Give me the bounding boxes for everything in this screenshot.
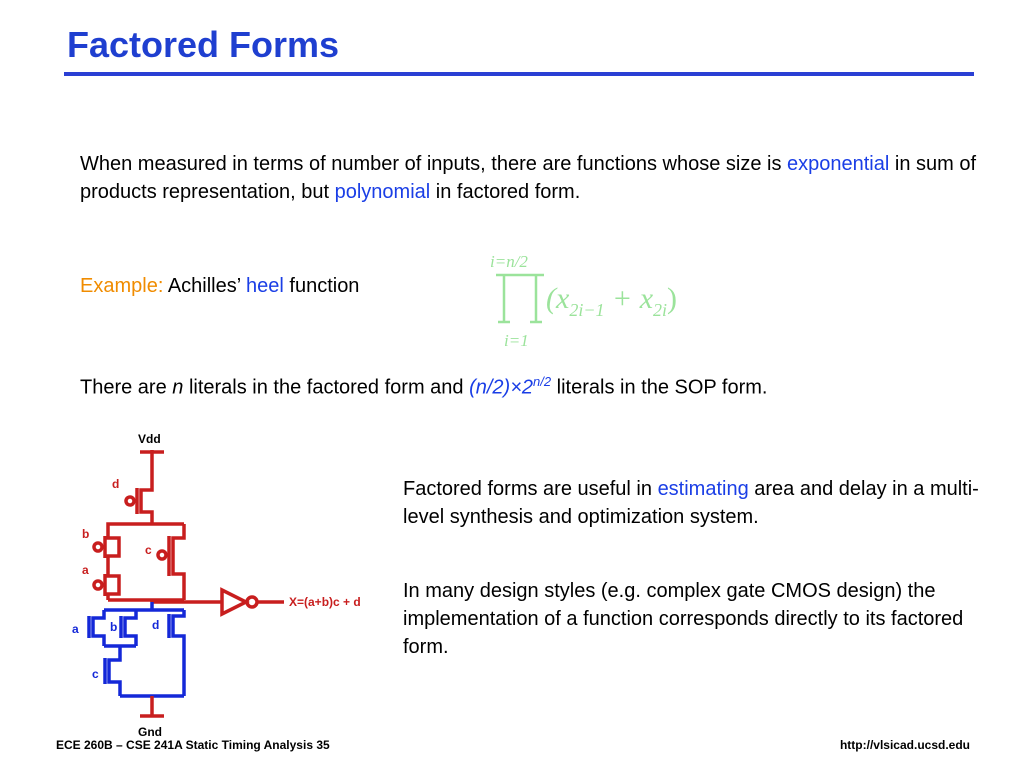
- pmos-b-label: b: [82, 527, 89, 541]
- product-symbol: [496, 273, 544, 324]
- formula-sub2: 2i: [653, 300, 667, 320]
- cmos-circuit-diagram: Vdd Gnd X=(a+b)c + d d b a c a b d c: [72, 432, 361, 739]
- vdd-label: Vdd: [138, 432, 161, 446]
- p3-n: n: [172, 376, 184, 399]
- example-pre: Achilles’: [163, 275, 247, 297]
- formula-close: ): [667, 282, 677, 315]
- product-formula: i=n/2 i=1 (x2i−1 + x2i): [490, 252, 677, 350]
- r1-post: area and delay in a multi-level synthesi…: [403, 478, 979, 528]
- footer-url[interactable]: http://vlsicad.ucsd.edu: [839, 738, 970, 752]
- r1-estimating: estimating: [657, 478, 749, 500]
- example-line: Example: Achilles’ heel function: [80, 272, 359, 300]
- p3-expr: (n/2)×2: [469, 376, 534, 399]
- pmos-c-label: c: [145, 543, 152, 557]
- pmos-d-label: d: [112, 477, 119, 491]
- footer-course: ECE 260B – CSE 241A Static Timing Analys…: [56, 738, 330, 752]
- gnd-label: Gnd: [138, 725, 162, 739]
- pulldown-network: [87, 602, 186, 698]
- output-label: X=(a+b)c + d: [289, 595, 361, 609]
- formula-body: (x2i−1 + x2i): [546, 282, 677, 320]
- p1-post: in factored form.: [430, 181, 581, 203]
- example-label: Example:: [80, 275, 164, 297]
- paragraph-size: When measured in terms of number of inpu…: [80, 150, 990, 206]
- p3-pre: There are: [80, 376, 173, 399]
- formula-upper-limit: i=n/2: [490, 252, 528, 271]
- formula-plus: + x: [604, 282, 653, 315]
- slide-title: Factored Forms: [67, 24, 340, 65]
- paragraph-estimating: Factored forms are useful in estimating …: [403, 475, 983, 531]
- paragraph-design-styles: In many design styles (e.g. complex gate…: [403, 580, 964, 658]
- title-underline: [64, 72, 974, 76]
- example-heel: heel: [246, 275, 284, 297]
- pullup-network: [92, 450, 284, 617]
- p1-mid: in sum of products representation, but: [80, 153, 977, 203]
- r1-pre: Factored forms are useful in: [403, 478, 658, 500]
- p1-exponential: exponential: [787, 153, 890, 175]
- nmos-d-label: d: [152, 618, 159, 632]
- nmos-c-label: c: [92, 667, 99, 681]
- nmos-a-label: a: [72, 622, 79, 636]
- p1-polynomial: polynomial: [334, 181, 431, 203]
- pmos-a-label: a: [82, 563, 89, 577]
- nmos-b-label: b: [110, 620, 117, 634]
- p3-post: literals in the SOP form.: [551, 376, 768, 399]
- gnd-symbol: [140, 696, 164, 718]
- paragraph-literals: There are n literals in the factored for…: [80, 368, 768, 402]
- p3-exp: n/2: [533, 374, 552, 389]
- formula-lower-limit: i=1: [504, 331, 529, 350]
- p3-mid: literals in the factored form and: [183, 376, 470, 399]
- example-post: function: [283, 275, 360, 297]
- formula-open: (x: [546, 282, 570, 315]
- formula-sub1: 2i−1: [569, 300, 604, 320]
- p1-pre: When measured in terms of number of inpu…: [80, 153, 788, 175]
